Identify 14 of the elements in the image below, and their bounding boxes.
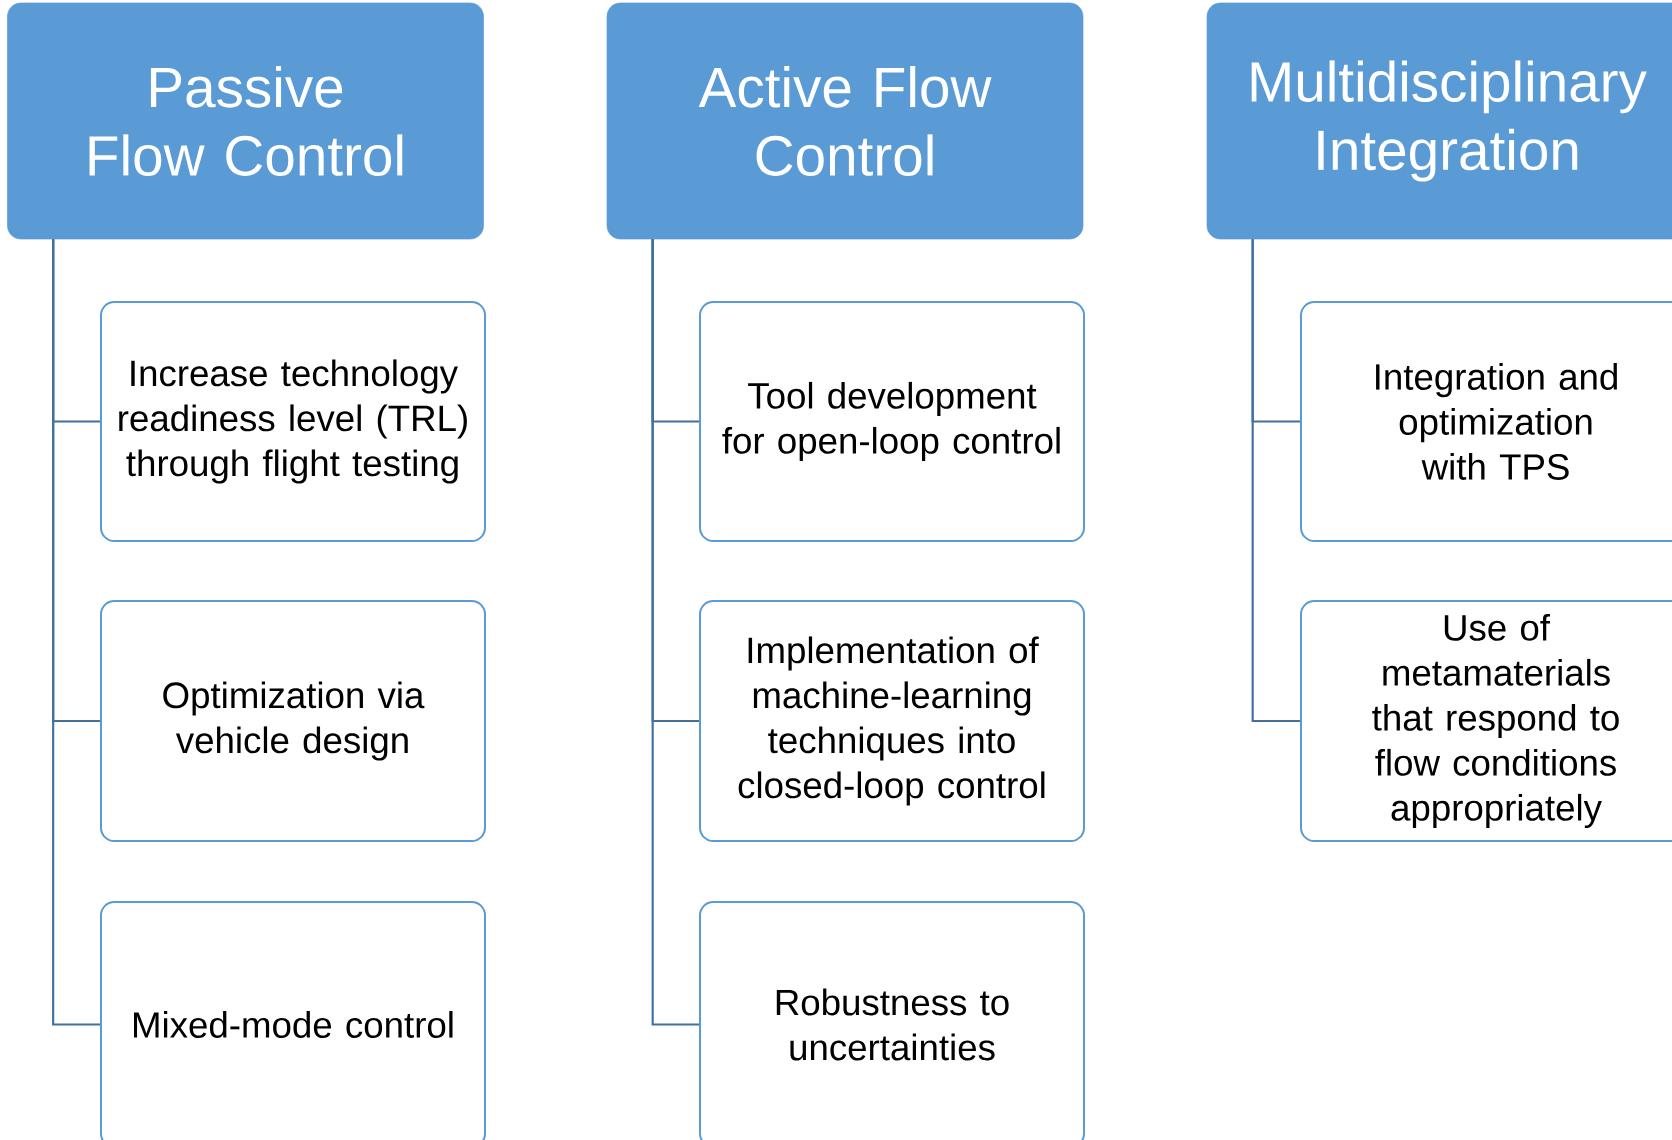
item-box: Optimization via vehicle design — [100, 600, 486, 842]
header-box: Active Flow Control — [606, 2, 1084, 240]
connector-line — [651, 239, 699, 1026]
header-box: Multidisciplinary Integration — [1206, 2, 1672, 240]
item-box: Mixed-mode control — [100, 901, 486, 1140]
connector-line — [1251, 239, 1300, 723]
item-box: Implementation of machine-learning techniques into closed-loop control — [699, 600, 1085, 842]
connector-line — [52, 239, 100, 1026]
item-box: Use of metamaterials that respond to flow conditions appropriately — [1300, 600, 1672, 842]
item-box: Tool development for open-loop control — [699, 301, 1085, 542]
item-box: Integration and optimization with TPS — [1300, 301, 1672, 542]
header-box: Passive Flow Control — [7, 2, 484, 240]
item-box: Increase technology readiness level (TRL) through flight testing — [100, 301, 486, 542]
item-box: Robustness to uncertainties — [699, 901, 1085, 1140]
